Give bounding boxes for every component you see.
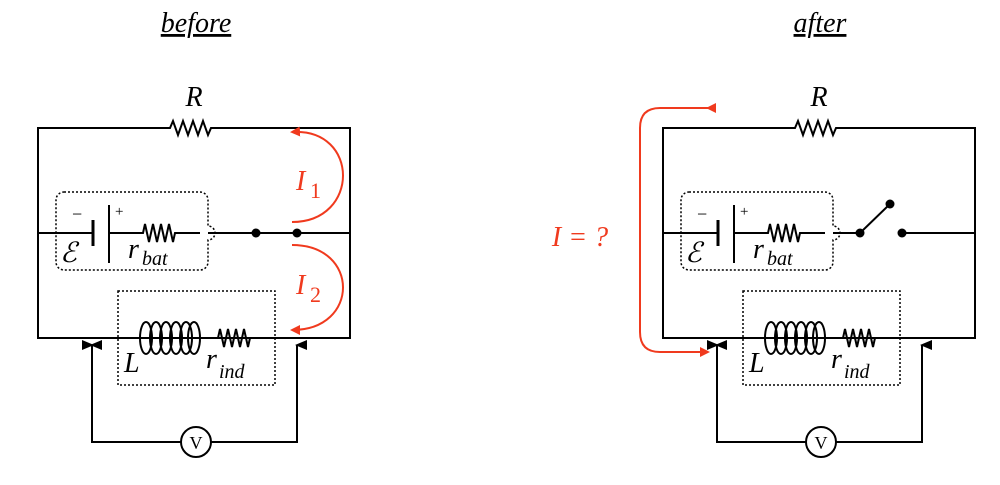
inductor-label: L [748, 348, 765, 379]
before-circuit: before R − + ℰ r bat L r ind V I 1 I 2 [38, 8, 350, 457]
current-i1-subscript: 1 [310, 178, 321, 203]
resistor-label: R [184, 82, 202, 113]
minus-label: − [697, 204, 707, 224]
rbat-label: r [753, 234, 764, 265]
inductor-label: L [123, 348, 140, 379]
before-title: before [161, 8, 232, 39]
current-i1: I [295, 166, 307, 197]
rind-subscript: ind [219, 361, 246, 383]
emf-label: ℰ [60, 238, 80, 269]
voltmeter-label: V [190, 433, 203, 453]
emf-label: ℰ [685, 238, 705, 269]
current-question: I = ? [551, 222, 608, 253]
plus-label: + [740, 204, 748, 220]
current-bracket-arrow [639, 103, 716, 357]
after-circuit: after R − + ℰ r bat L r ind V I = ? [551, 8, 975, 457]
switch-lever [859, 203, 891, 234]
rbat-subscript: bat [767, 248, 793, 270]
rind-label: r [206, 344, 217, 375]
current-arrow-1 [290, 126, 344, 223]
rind-subscript: ind [844, 361, 871, 383]
plus-label: + [115, 204, 123, 220]
current-i2: I [295, 270, 307, 301]
rind-label: r [831, 344, 842, 375]
current-i2-subscript: 2 [310, 282, 321, 307]
after-title: after [794, 8, 847, 39]
rbat-label: r [128, 234, 139, 265]
rbat-subscript: bat [142, 248, 168, 270]
junction-dot [251, 228, 261, 238]
junction-dot [292, 228, 302, 238]
minus-label: − [72, 204, 82, 224]
voltmeter-label: V [815, 433, 828, 453]
current-arrow-2 [290, 244, 344, 335]
resistor-label: R [809, 82, 827, 113]
